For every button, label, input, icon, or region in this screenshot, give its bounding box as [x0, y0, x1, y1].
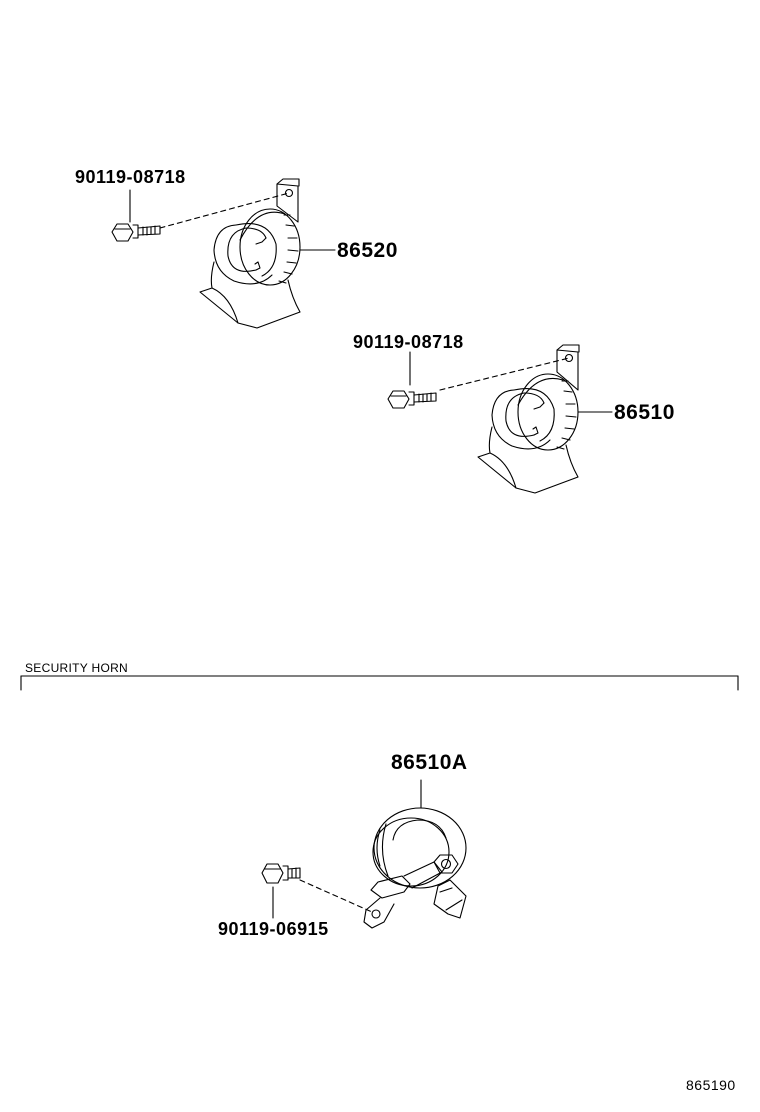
part-number-horn-86510: 86510 [614, 401, 675, 424]
part-number-horn-86510a: 86510A [391, 751, 468, 774]
section-title: SECURITY HORN [25, 661, 129, 675]
part-number-bolt-mid: 90119-08718 [353, 332, 464, 352]
bolt-top-drawing [112, 224, 160, 241]
part-number-bolt-security: 90119-06915 [218, 919, 329, 939]
bolt-mid-drawing [388, 391, 436, 408]
figure-code: 865190 [686, 1077, 736, 1093]
horn-86520-drawing [130, 179, 335, 328]
horn-86510a-drawing [273, 780, 466, 928]
section-frame [21, 676, 738, 690]
part-number-bolt-top: 90119-08718 [75, 167, 186, 187]
part-number-horn-86520: 86520 [337, 239, 398, 262]
horn-86510-drawing [410, 345, 612, 493]
bolt-security-drawing [262, 864, 300, 883]
